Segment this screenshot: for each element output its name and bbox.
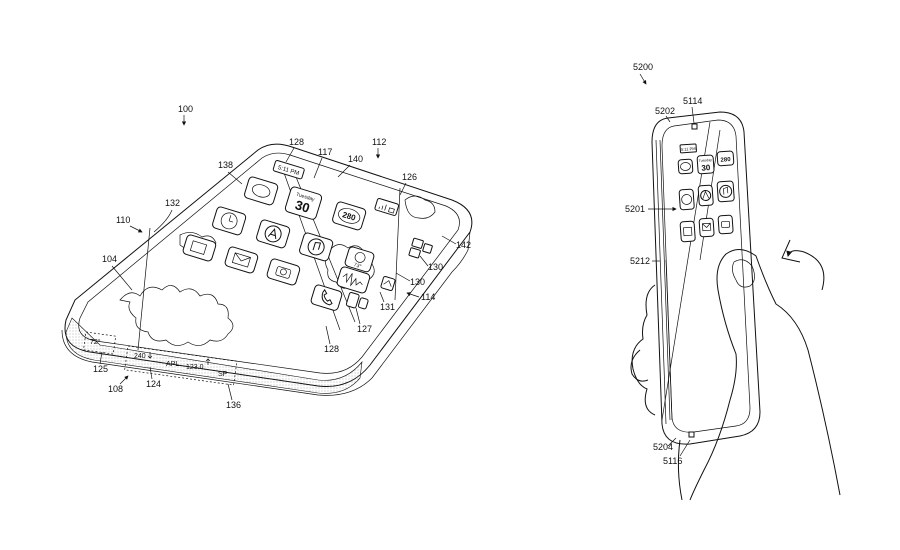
- hand-outline-back: [632, 285, 655, 415]
- app-icon-mail[interactable]: [224, 246, 259, 274]
- ref-138: 138: [218, 160, 233, 170]
- hand-thumb: [690, 249, 840, 500]
- app-icon-music[interactable]: [299, 232, 334, 262]
- ref-130-a: 130: [428, 262, 443, 272]
- app-icon-tv[interactable]: [182, 234, 217, 262]
- edge-count-text: 240: [134, 353, 146, 360]
- phone-app-mail[interactable]: [699, 218, 714, 237]
- ref-136: 136: [226, 400, 241, 410]
- bottom-sensor: [689, 432, 694, 437]
- ref-131: 131: [380, 302, 395, 312]
- app-icon-appstore[interactable]: [256, 219, 291, 249]
- phone-app-number[interactable]: 280: [717, 151, 734, 166]
- ref-142: 142: [456, 240, 471, 250]
- ref-114: 114: [421, 292, 435, 302]
- phone-app-calendar[interactable]: Tuesday 30: [697, 155, 714, 174]
- edge-temp-text: 72°: [90, 338, 101, 346]
- hand-thumb-back: [631, 350, 648, 381]
- ref-5201: 5201: [625, 204, 645, 214]
- device-100: 5:11 PM Tuesday 30 280: [62, 104, 472, 410]
- edge-sp-text: SP: [218, 371, 228, 378]
- phone-app-grid: 5:11 PM Tuesday 30 280: [678, 144, 734, 242]
- ref-5114: 5114: [683, 96, 702, 106]
- phone-time-widget: 5:11 PM: [680, 144, 697, 153]
- edge-stock-name: APL: [166, 361, 179, 368]
- app-icon-chat[interactable]: [244, 176, 279, 206]
- edge-icon-home[interactable]: [380, 276, 395, 291]
- ref-117: 117: [318, 147, 332, 157]
- ref-124: 124: [146, 379, 161, 389]
- ref-5116: 5116: [663, 456, 682, 466]
- top-sensor: [692, 124, 697, 129]
- ref-100: 100: [178, 104, 193, 114]
- phone-app-chat[interactable]: [678, 159, 693, 174]
- ref-128-bottom: 128: [324, 344, 339, 354]
- app-icon-phone[interactable]: [310, 284, 343, 311]
- app-icon-number[interactable]: 280: [332, 201, 367, 231]
- ref-112: 112: [372, 137, 386, 147]
- ref-126: 126: [402, 172, 417, 182]
- phone-app-camera[interactable]: [718, 215, 733, 234]
- edge-stock-value: 123.0: [186, 364, 204, 371]
- phone-app-music[interactable]: [717, 181, 734, 202]
- phone-big-number: 280: [720, 157, 731, 164]
- phone-app-appstore[interactable]: [698, 185, 713, 206]
- time-widget: 5:11 PM: [273, 160, 305, 179]
- app-icon-camera[interactable]: [266, 258, 301, 286]
- device-5200: 5:11 PM Tuesday 30 280: [625, 62, 840, 500]
- ref-108: 108: [108, 384, 123, 394]
- ref-5200: 5200: [633, 62, 653, 72]
- phone-time-text: 5:11 PM: [681, 146, 696, 152]
- app-icon-calendar[interactable]: Tuesday 30: [284, 186, 322, 220]
- ref-125: 125: [93, 364, 108, 374]
- app-icon-signal[interactable]: [374, 198, 399, 216]
- phone-app-clock[interactable]: [679, 189, 694, 210]
- ref-104: 104: [102, 254, 117, 264]
- hand-wrist: [678, 440, 682, 500]
- app-icon-clock[interactable]: [212, 206, 247, 236]
- phone-calendar-date: 30: [701, 163, 711, 173]
- ref-140: 140: [348, 154, 363, 164]
- ref-130-b: 130: [410, 277, 425, 287]
- ref-128-top: 128: [289, 137, 304, 147]
- rotation-arrow: [788, 251, 824, 290]
- glass-reflection-corner: [405, 196, 435, 218]
- right-ref-labels: 5200 5202 5114 5201 5212 5204 5116: [625, 62, 702, 466]
- phone-app-tv[interactable]: [680, 221, 695, 242]
- glass-reflection: [120, 285, 233, 345]
- ref-5202: 5202: [655, 106, 675, 116]
- ref-127: 127: [357, 324, 372, 334]
- ref-5212: 5212: [630, 256, 650, 266]
- ref-110: 110: [116, 215, 130, 225]
- ref-132: 132: [165, 198, 180, 208]
